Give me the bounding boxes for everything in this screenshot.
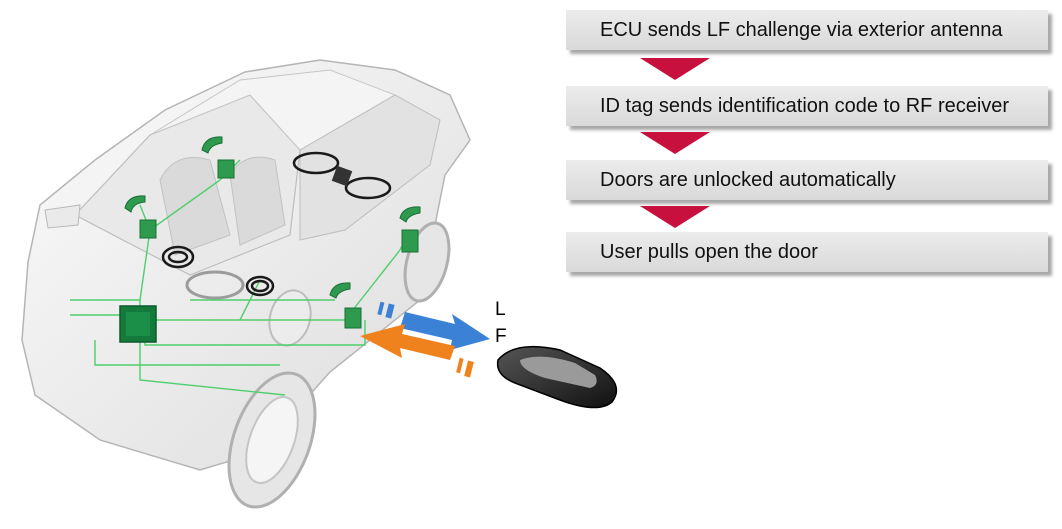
step-arrow-2 <box>640 132 710 154</box>
lf-label-f: F <box>495 326 507 347</box>
rf-signal-arrow <box>360 324 474 378</box>
step-3-box: Doors are unlocked automatically <box>566 160 1048 200</box>
ecu-module-icon <box>119 305 157 343</box>
step-arrow-1 <box>640 58 710 80</box>
car-side-window <box>299 94 441 241</box>
step-4-box: User pulls open the door <box>566 232 1048 272</box>
step-2-box: ID tag sends identification code to RF r… <box>566 86 1048 126</box>
car-seats <box>159 156 286 256</box>
roof-antenna-module <box>331 165 353 187</box>
rf-receiver-coil <box>161 151 392 297</box>
side-mirror <box>44 204 81 229</box>
front-wheel <box>227 371 317 509</box>
lf-signal-arrow <box>377 301 490 350</box>
key-fob-icon <box>496 345 618 409</box>
lf-label-l: L <box>495 299 506 320</box>
steering-wheel <box>185 270 245 300</box>
step-arrow-3 <box>640 206 710 228</box>
antenna-coil-icon <box>124 136 421 329</box>
step-1-box: ECU sends LF challenge via exterior ante… <box>566 10 1048 50</box>
